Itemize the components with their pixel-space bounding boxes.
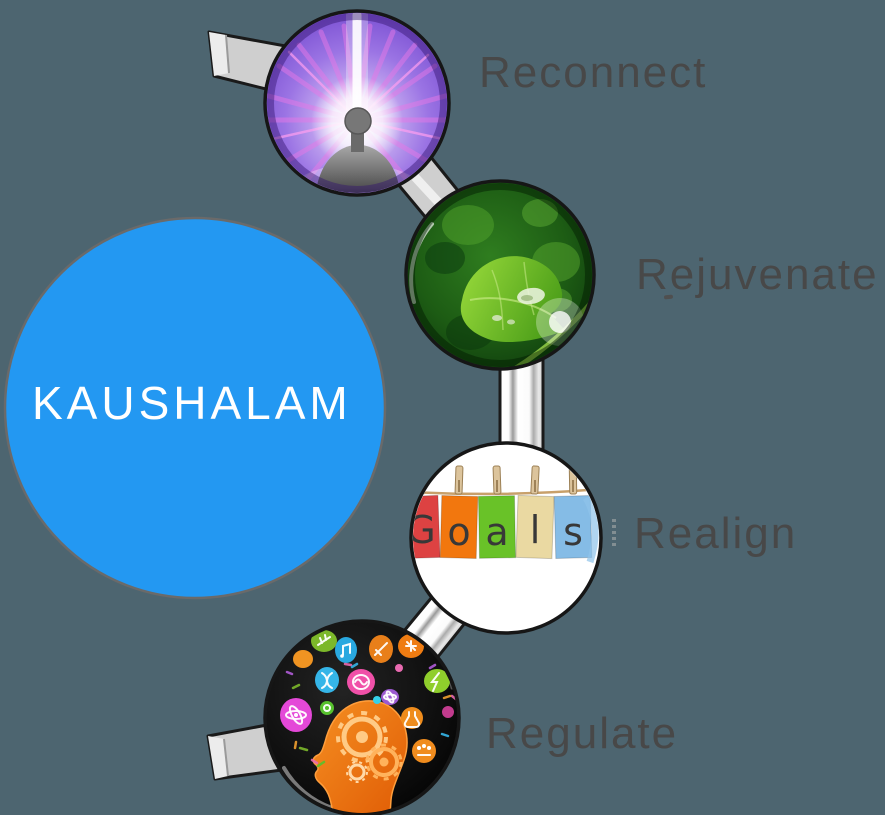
meditation-silhouette-icon <box>315 107 401 193</box>
goal-card <box>477 495 517 559</box>
step-label-rejuvenate: Rejuvenate <box>636 250 879 299</box>
goal-letter: o <box>447 510 470 554</box>
sphere-highlight <box>282 766 334 810</box>
stray-dashed-bar <box>612 519 616 549</box>
reconnect-image <box>263 9 451 197</box>
leaf-icon <box>460 256 565 343</box>
goal-letter: a <box>485 510 508 554</box>
regulate-image <box>263 619 461 815</box>
ribbon-highlight <box>411 173 444 208</box>
goal-card <box>515 494 555 560</box>
sphere-highlight <box>409 222 434 304</box>
bubble-glyphs <box>285 634 440 756</box>
blue-splash <box>582 496 599 564</box>
sun-glint-core <box>549 311 571 333</box>
scribble-marks <box>285 662 457 768</box>
goal-card-letters: G o a l s <box>406 508 583 554</box>
step-label-realign: Realign <box>634 509 798 558</box>
goal-letter: G <box>406 508 435 552</box>
hub-title: KAUSHALAM <box>32 377 352 429</box>
dew-drop-icon <box>492 287 545 325</box>
step-label-regulate: Regulate <box>486 709 679 758</box>
rejuvenate-image <box>404 179 596 371</box>
step-label-reconnect: Reconnect <box>479 48 708 97</box>
gear-icons <box>336 711 403 783</box>
goal-letter: s <box>563 510 583 554</box>
realign-image: G o a l s <box>406 441 603 635</box>
sphere-edge-shade <box>267 13 447 193</box>
sphere-edge-shade <box>408 183 592 367</box>
goal-cards <box>413 494 593 560</box>
hub-circle <box>3 216 387 600</box>
goal-card <box>553 495 593 559</box>
clothesline-rope <box>413 487 599 496</box>
goal-card <box>439 495 479 559</box>
goal-letter: l <box>530 508 541 552</box>
